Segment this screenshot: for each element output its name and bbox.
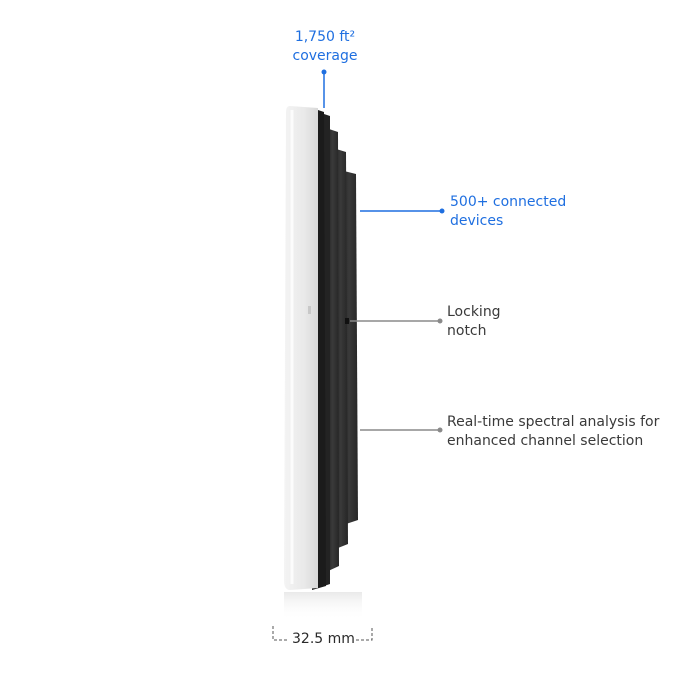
spectral-callout: Real-time spectral analysis for enhanced… xyxy=(447,413,659,451)
reflection xyxy=(284,592,362,620)
led-indicator xyxy=(308,306,311,314)
notch-callout: Locking notch xyxy=(447,303,501,341)
locking-notch-mark xyxy=(345,318,349,324)
devices-dot xyxy=(439,208,445,214)
devices-line2: devices xyxy=(450,213,504,229)
coverage-line2: coverage xyxy=(292,48,358,64)
spectral-dot xyxy=(437,427,443,433)
coverage-line1: 1,750 ft² xyxy=(294,29,356,45)
spectral-line1: Real-time spectral analysis for xyxy=(447,414,660,430)
coverage-callout: 1,750 ft² coverage xyxy=(292,28,358,66)
depth-dimension-label: 32.5 mm xyxy=(292,631,355,647)
dimension-bracket-right xyxy=(356,626,373,641)
devices-callout: 500+ connected devices xyxy=(450,193,566,231)
spectral-line2: enhanced channel selection xyxy=(447,433,644,449)
notch-dot xyxy=(437,318,443,324)
coverage-dot xyxy=(321,69,327,75)
dimension-bracket-left xyxy=(272,626,288,641)
white-cover xyxy=(284,106,318,590)
notch-line2: notch xyxy=(447,323,487,339)
notch-line1: Locking xyxy=(447,304,501,320)
devices-line1: 500+ connected xyxy=(450,194,567,210)
